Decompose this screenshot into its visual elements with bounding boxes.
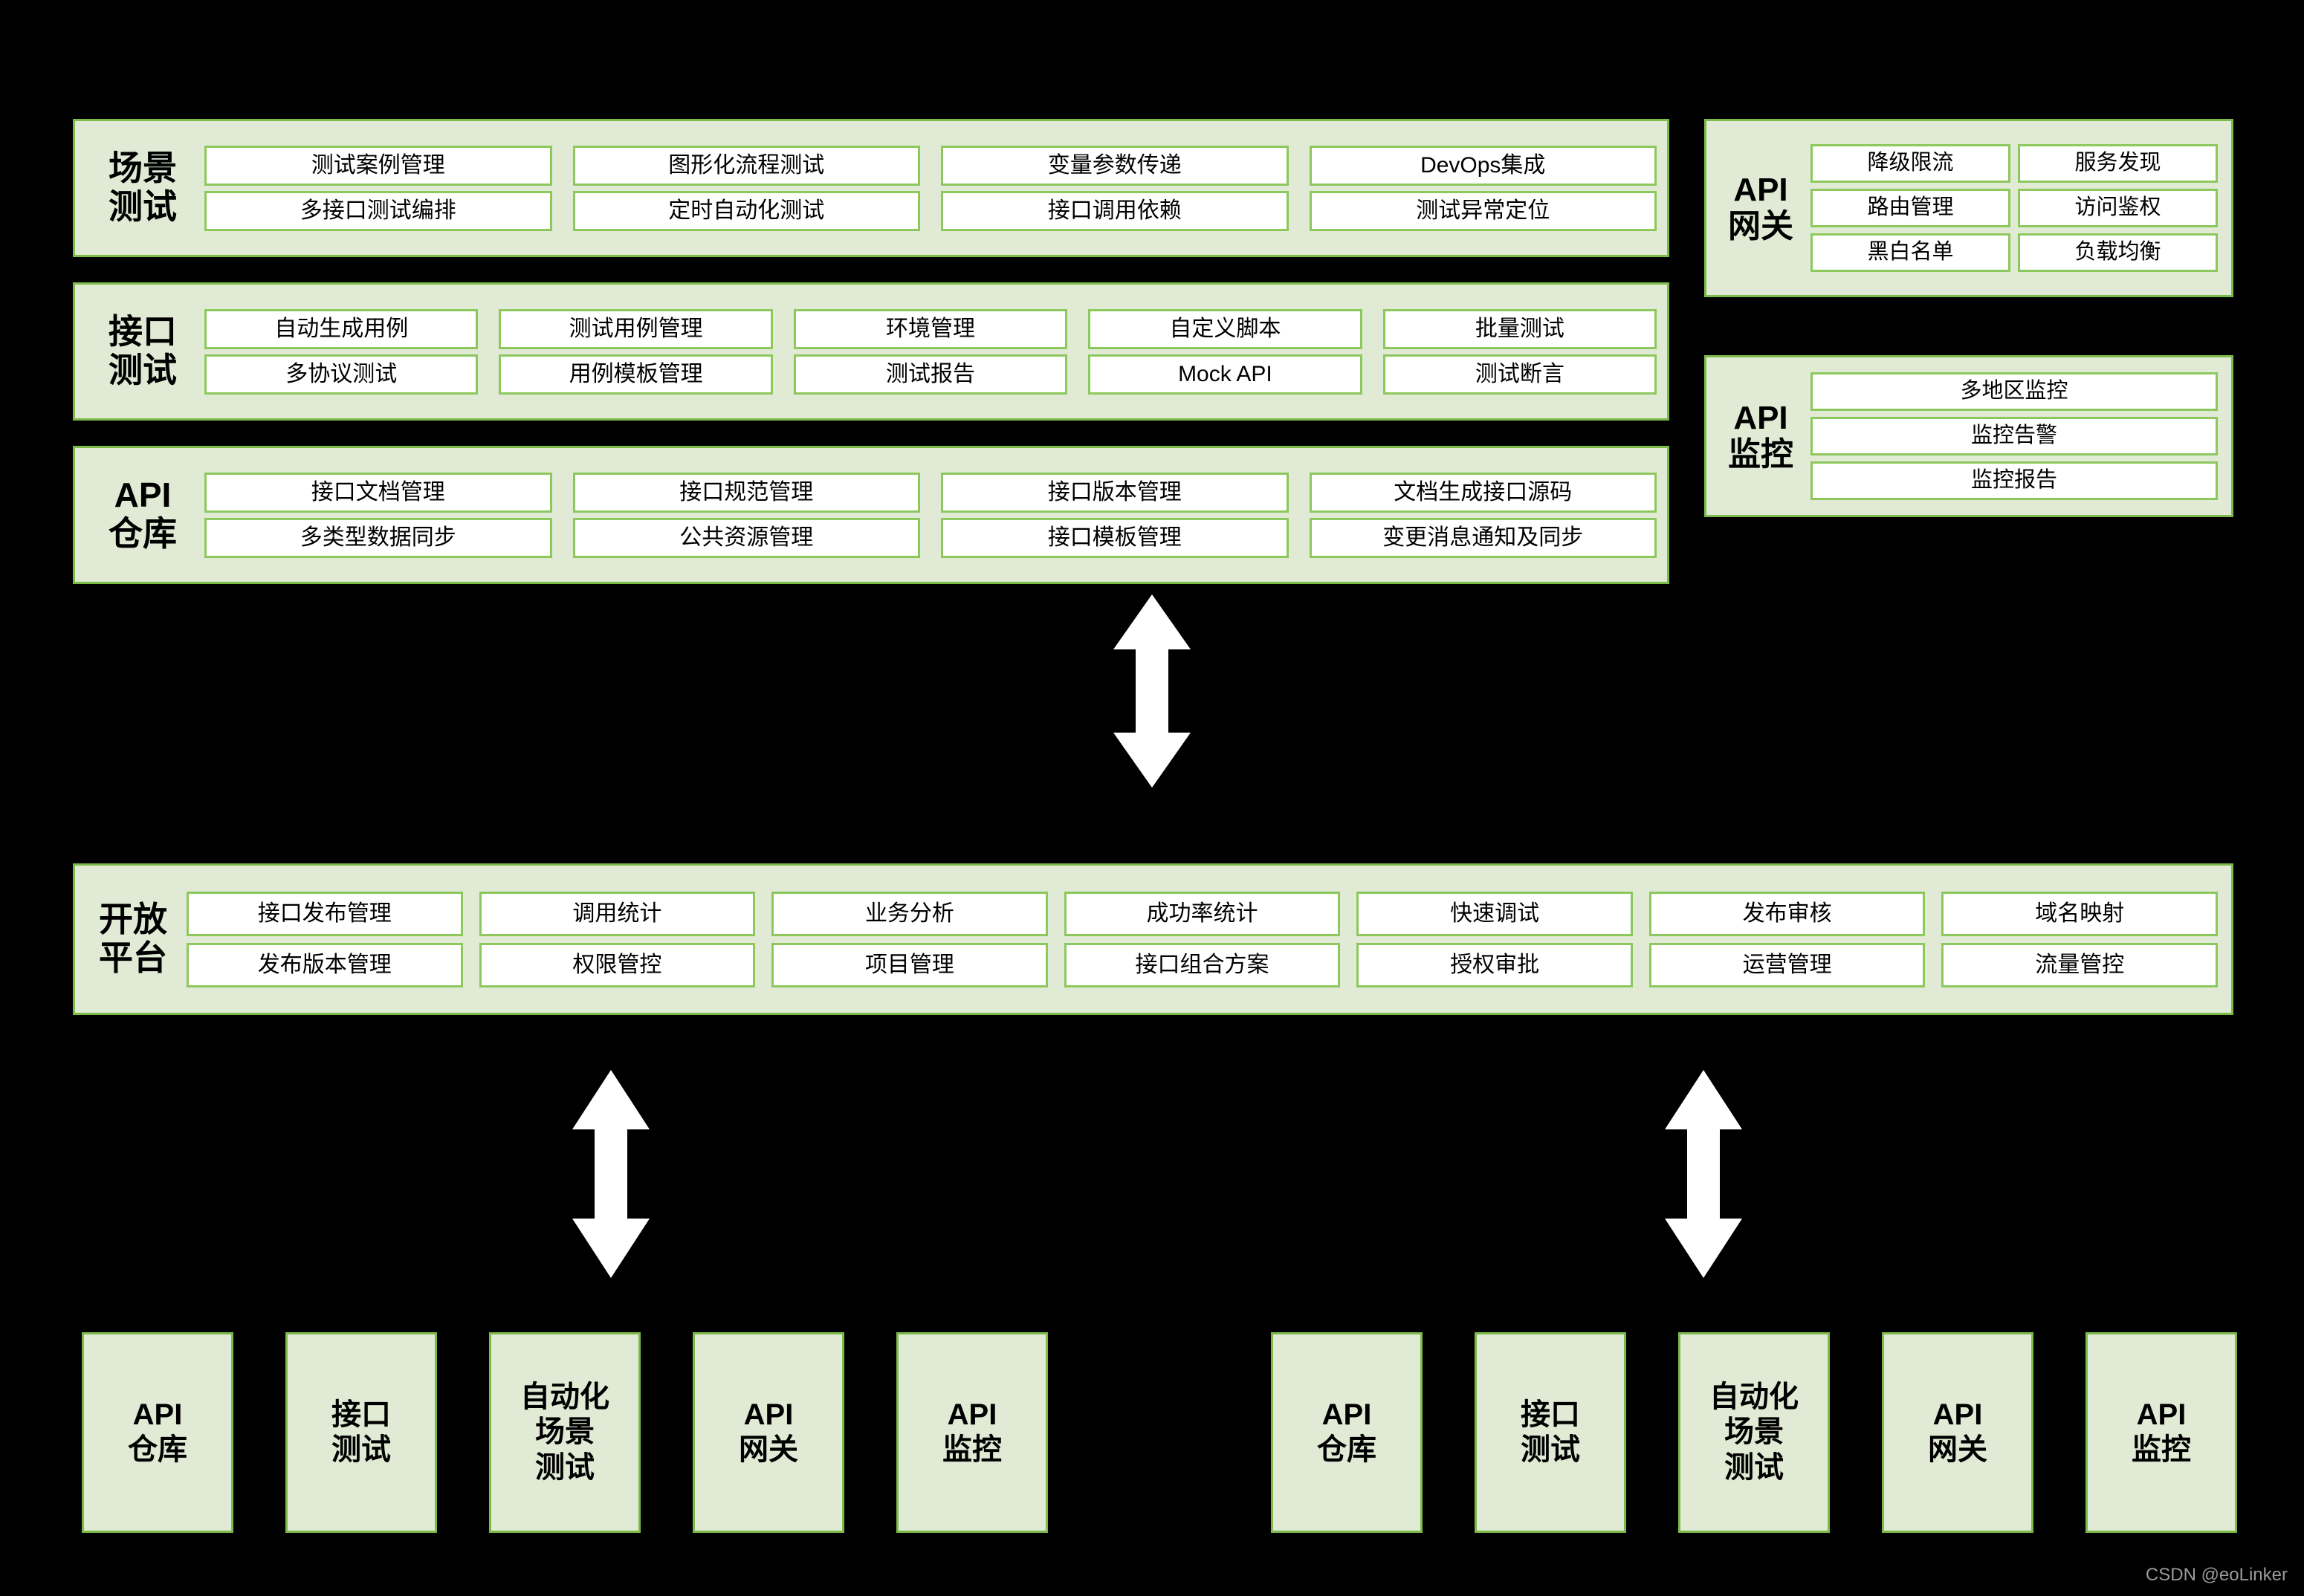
panel-interface-test-label: 接口 测试 — [109, 312, 177, 389]
feature-cell[interactable]: 接口模板管理 — [941, 517, 1289, 558]
bottom-box-auto-scene-test-left[interactable]: 自动化 场景 测试 — [489, 1332, 641, 1533]
panel-api-monitor-body: 多地区监控 监控告警 监控报告 — [1806, 372, 2231, 500]
panel-row: 多类型数据同步 公共资源管理 接口模板管理 变更消息通知及同步 — [204, 517, 1657, 558]
feature-cell[interactable]: 测试断言 — [1382, 354, 1657, 395]
feature-cell[interactable]: 接口组合方案 — [1064, 942, 1341, 987]
feature-cell[interactable]: 接口发布管理 — [187, 891, 463, 936]
feature-cell[interactable]: 测试异常定位 — [1309, 190, 1657, 231]
panel-row: 多地区监控 — [1810, 372, 2218, 411]
feature-cell[interactable]: 成功率统计 — [1064, 891, 1341, 936]
feature-cell[interactable]: 访问鉴权 — [2018, 189, 2218, 227]
feature-cell[interactable]: 测试用例管理 — [499, 308, 773, 349]
panel-row: 测试案例管理 图形化流程测试 变量参数传递 DevOps集成 — [204, 145, 1657, 186]
feature-cell[interactable]: 黑白名单 — [1810, 233, 2010, 272]
feature-cell[interactable]: 监控报告 — [1810, 461, 2218, 500]
panel-api-warehouse: API 仓库 接口文档管理 接口规范管理 接口版本管理 文档生成接口源码 多类型… — [73, 446, 1669, 584]
feature-cell[interactable]: 自动生成用例 — [204, 308, 479, 349]
panel-api-monitor-label: API 监控 — [1728, 399, 1793, 473]
panel-api-warehouse-label: API 仓库 — [109, 476, 177, 553]
feature-cell[interactable]: 环境管理 — [793, 308, 1068, 349]
panel-row: 路由管理 访问鉴权 — [1810, 189, 2218, 227]
feature-cell[interactable]: 降级限流 — [1810, 144, 2010, 183]
feature-cell[interactable]: 变量参数传递 — [941, 145, 1289, 186]
arrow-open-platform-to-bottom-right — [1665, 1070, 1742, 1278]
panel-scene-test-label: 场景 测试 — [109, 149, 177, 226]
feature-cell[interactable]: 测试报告 — [793, 354, 1068, 395]
panel-api-monitor: API 监控 多地区监控 监控告警 监控报告 — [1704, 355, 2233, 517]
feature-cell[interactable]: 多接口测试编排 — [204, 190, 552, 231]
feature-cell[interactable]: 监控告警 — [1810, 417, 2218, 455]
panel-row: 接口发布管理 调用统计 业务分析 成功率统计 快速调试 发布审核 域名映射 — [187, 891, 2219, 936]
feature-cell[interactable]: 公共资源管理 — [572, 517, 920, 558]
feature-cell[interactable]: 快速调试 — [1356, 891, 1633, 936]
feature-cell[interactable]: 授权审批 — [1356, 942, 1633, 987]
feature-cell[interactable]: 变更消息通知及同步 — [1309, 517, 1657, 558]
bottom-box-api-gateway-right[interactable]: API 网关 — [1882, 1332, 2033, 1533]
panel-api-warehouse-body: 接口文档管理 接口规范管理 接口版本管理 文档生成接口源码 多类型数据同步 公共… — [198, 472, 1667, 558]
feature-cell[interactable]: 业务分析 — [771, 891, 1048, 936]
feature-cell[interactable]: 接口版本管理 — [941, 472, 1289, 513]
panel-row: 监控告警 — [1810, 417, 2218, 455]
panel-api-gateway: API 网关 降级限流 服务发现 路由管理 访问鉴权 黑白名单 负载均衡 — [1704, 119, 2233, 297]
feature-cell[interactable]: Mock API — [1088, 354, 1362, 395]
watermark: CSDN @eoLinker — [2145, 1565, 2288, 1585]
panel-row: 接口文档管理 接口规范管理 接口版本管理 文档生成接口源码 — [204, 472, 1657, 513]
bottom-box-interface-test-left[interactable]: 接口 测试 — [285, 1332, 437, 1533]
feature-cell[interactable]: 权限管控 — [479, 942, 756, 987]
feature-cell[interactable]: 定时自动化测试 — [572, 190, 920, 231]
panel-open-platform: 开放 平台 接口发布管理 调用统计 业务分析 成功率统计 快速调试 发布审核 域… — [73, 863, 2233, 1015]
feature-cell[interactable]: 自定义脚本 — [1088, 308, 1362, 349]
feature-cell[interactable]: 负载均衡 — [2018, 233, 2218, 272]
panel-api-gateway-body: 降级限流 服务发现 路由管理 访问鉴权 黑白名单 负载均衡 — [1806, 144, 2231, 272]
feature-cell[interactable]: 文档生成接口源码 — [1309, 472, 1657, 513]
feature-cell[interactable]: 接口调用依赖 — [941, 190, 1289, 231]
bottom-box-api-monitor-left[interactable]: API 监控 — [896, 1332, 1048, 1533]
bottom-box-auto-scene-test-right[interactable]: 自动化 场景 测试 — [1678, 1332, 1830, 1533]
arrow-warehouse-to-open-platform — [1113, 594, 1191, 788]
bottom-box-api-warehouse-right[interactable]: API 仓库 — [1271, 1332, 1423, 1533]
feature-cell[interactable]: 多协议测试 — [204, 354, 479, 395]
feature-cell[interactable]: 运营管理 — [1648, 942, 1926, 987]
feature-cell[interactable]: 多地区监控 — [1810, 372, 2218, 411]
panel-row: 黑白名单 负载均衡 — [1810, 233, 2218, 272]
feature-cell[interactable]: 图形化流程测试 — [572, 145, 920, 186]
feature-cell[interactable]: 多类型数据同步 — [204, 517, 552, 558]
panel-open-platform-label: 开放 平台 — [99, 900, 167, 977]
feature-cell[interactable]: 服务发现 — [2018, 144, 2218, 183]
panel-row: 多协议测试 用例模板管理 测试报告 Mock API 测试断言 — [204, 354, 1657, 395]
feature-cell[interactable]: 批量测试 — [1382, 308, 1657, 349]
feature-cell[interactable]: 接口文档管理 — [204, 472, 552, 513]
feature-cell[interactable]: 调用统计 — [479, 891, 756, 936]
panel-open-platform-body: 接口发布管理 调用统计 业务分析 成功率统计 快速调试 发布审核 域名映射 发布… — [181, 891, 2231, 987]
panel-row: 多接口测试编排 定时自动化测试 接口调用依赖 测试异常定位 — [204, 190, 1657, 231]
feature-cell[interactable]: 流量管控 — [1941, 942, 2219, 987]
panel-interface-test: 接口 测试 自动生成用例 测试用例管理 环境管理 自定义脚本 批量测试 多协议测… — [73, 282, 1669, 421]
feature-cell[interactable]: 域名映射 — [1941, 891, 2219, 936]
feature-cell[interactable]: 用例模板管理 — [499, 354, 773, 395]
bottom-box-api-gateway-left[interactable]: API 网关 — [693, 1332, 844, 1533]
panel-row: 降级限流 服务发现 — [1810, 144, 2218, 183]
bottom-box-interface-test-right[interactable]: 接口 测试 — [1475, 1332, 1626, 1533]
feature-cell[interactable]: 路由管理 — [1810, 189, 2010, 227]
feature-cell[interactable]: DevOps集成 — [1309, 145, 1657, 186]
panel-row: 发布版本管理 权限管控 项目管理 接口组合方案 授权审批 运营管理 流量管控 — [187, 942, 2219, 987]
feature-cell[interactable]: 发布审核 — [1648, 891, 1926, 936]
feature-cell[interactable]: 项目管理 — [771, 942, 1048, 987]
panel-scene-test-body: 测试案例管理 图形化流程测试 变量参数传递 DevOps集成 多接口测试编排 定… — [198, 145, 1667, 231]
panel-api-gateway-label: API 网关 — [1728, 171, 1793, 244]
feature-cell[interactable]: 接口规范管理 — [572, 472, 920, 513]
panel-row: 自动生成用例 测试用例管理 环境管理 自定义脚本 批量测试 — [204, 308, 1657, 349]
panel-interface-test-body: 自动生成用例 测试用例管理 环境管理 自定义脚本 批量测试 多协议测试 用例模板… — [198, 308, 1667, 395]
bottom-box-api-warehouse-left[interactable]: API 仓库 — [82, 1332, 233, 1533]
bottom-box-api-monitor-right[interactable]: API 监控 — [2085, 1332, 2237, 1533]
arrow-open-platform-to-bottom-left — [572, 1070, 650, 1278]
feature-cell[interactable]: 发布版本管理 — [187, 942, 463, 987]
panel-row: 监控报告 — [1810, 461, 2218, 500]
panel-scene-test: 场景 测试 测试案例管理 图形化流程测试 变量参数传递 DevOps集成 多接口… — [73, 119, 1669, 257]
feature-cell[interactable]: 测试案例管理 — [204, 145, 552, 186]
